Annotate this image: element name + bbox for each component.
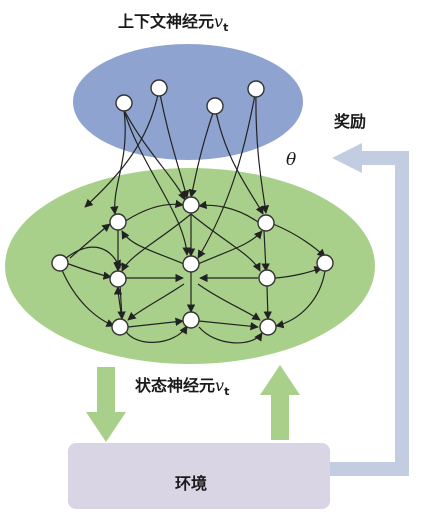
state-neuron (182, 255, 200, 273)
state-neuron (316, 254, 334, 272)
state-neuron (51, 254, 69, 272)
edge (198, 320, 259, 331)
edge (188, 106, 216, 198)
reward-arrowhead (332, 143, 362, 173)
edge (197, 283, 261, 321)
state-recurrent-edges (61, 199, 326, 344)
state-neuron (182, 196, 200, 214)
context-neuron (115, 94, 133, 112)
edge (255, 88, 270, 214)
reward-label: 奖励 (334, 112, 367, 131)
edge (84, 88, 160, 208)
edge (127, 317, 184, 328)
observation-arrow-up (260, 365, 300, 440)
edge (69, 223, 111, 259)
edge (123, 109, 191, 256)
context-neuron (150, 79, 168, 97)
state-neuron (182, 311, 200, 329)
edge (123, 199, 184, 223)
edge (158, 88, 190, 199)
edge (197, 230, 263, 265)
edge (124, 325, 188, 343)
context-to-state-edges (84, 88, 270, 259)
environment-label: 环境 (175, 474, 208, 493)
context-neurons-title: 上下文神经元vt (118, 12, 229, 35)
state-neuron (109, 213, 127, 231)
environment-box (68, 443, 330, 509)
edge (263, 285, 272, 320)
state-neuron (258, 269, 276, 287)
state-neuron (111, 318, 129, 336)
edge (275, 270, 326, 329)
edge (127, 283, 185, 321)
edge (197, 88, 257, 259)
edge (121, 213, 192, 272)
action-arrow-down (86, 367, 126, 442)
state-neuron (257, 214, 275, 232)
edge (198, 326, 263, 344)
reward-arrow (330, 151, 409, 476)
state-neuron (109, 270, 127, 288)
theta-label: θ (286, 150, 297, 170)
context-neurons-ellipse (73, 44, 303, 160)
edge (113, 286, 123, 320)
edge (190, 213, 261, 272)
context-neuron (206, 97, 224, 115)
edge (198, 200, 259, 223)
edge (65, 246, 121, 269)
context-neuron (247, 80, 265, 98)
edge (61, 269, 115, 327)
edge (214, 106, 264, 215)
edge (261, 230, 270, 272)
state-neurons-title: 状态神经元vt (135, 376, 230, 399)
edge (65, 262, 112, 280)
state-neurons (51, 196, 334, 336)
state-neuron (259, 318, 277, 336)
edge (121, 230, 185, 265)
context-neurons (115, 79, 265, 115)
